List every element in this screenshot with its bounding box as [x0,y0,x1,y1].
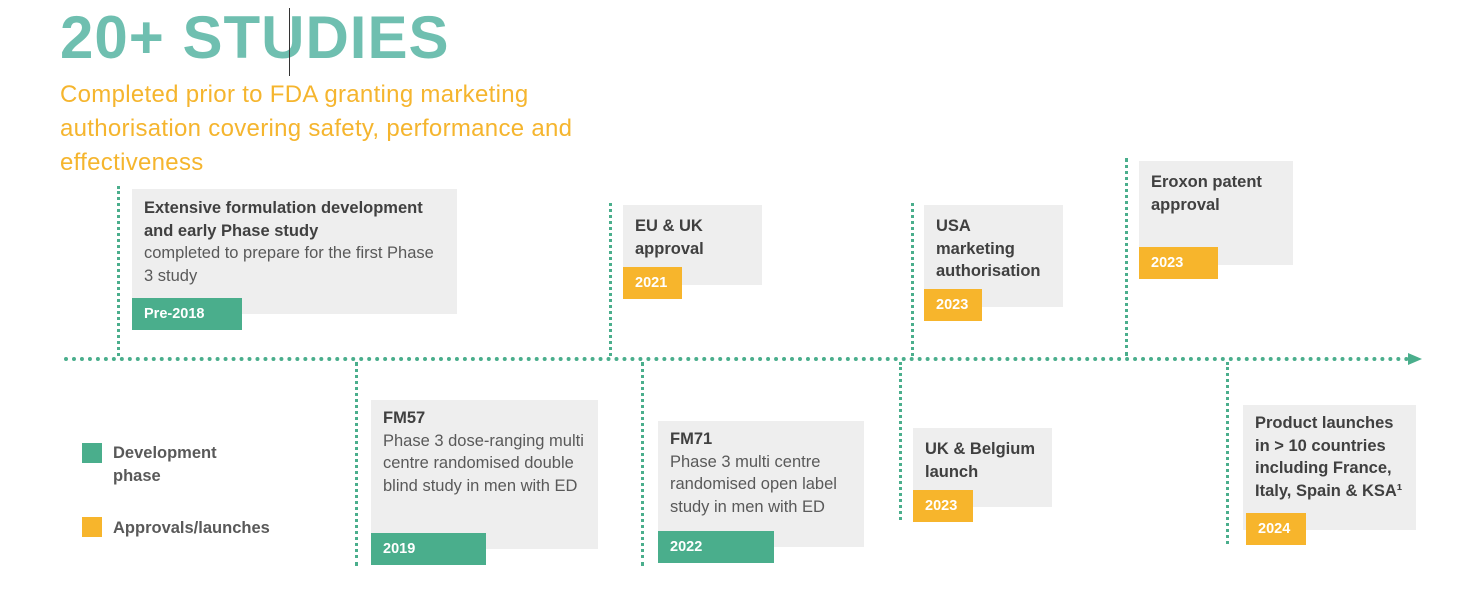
milestone-description: completed to prepare for the first Phase… [144,244,434,285]
milestone-year-tag: 2023 [924,289,982,321]
legend-label-approvals: Approvals/launches [113,519,270,537]
milestone-heading: Extensive formulation development and ea… [144,199,423,240]
connector-2024 [1226,362,1229,544]
milestone-heading: USA marketing authorisation [936,217,1041,280]
milestone-box: Extensive formulation development and ea… [132,189,457,314]
milestone-heading: FM71 [670,430,713,448]
milestone-heading: UK & Belgium launch [925,440,1036,481]
legend-swatch-development [82,443,102,463]
connector-uk-belgium [899,362,902,520]
page-subtitle: Completed prior to FDA granting marketin… [60,81,573,176]
legend-label-development: Development phase [113,444,217,485]
milestone-description: Phase 3 multi centre randomised open lab… [670,452,837,516]
timeline-arrow-icon [1408,353,1422,365]
milestone-year-tag: 2023 [913,490,973,522]
milestone-year-tag: 2024 [1246,513,1306,545]
connector-2019 [355,362,358,566]
milestone-year-tag: 2023 [1139,247,1218,279]
connector-2022 [641,362,644,566]
text-cursor [289,8,290,76]
milestone-year-tag: 2022 [658,531,774,563]
milestone-box: FM57 Phase 3 dose-ranging multi centre r… [371,400,598,549]
connector-usa [911,203,914,356]
milestone-year-tag: 2021 [623,267,682,299]
milestone-box: Product launches in > 10 countries inclu… [1243,405,1416,530]
page-title: 20+ STUDIES [60,4,450,71]
timeline-axis [64,357,1410,361]
milestone-heading: Product launches in > 10 countries inclu… [1255,414,1403,500]
legend-swatch-approvals [82,517,102,537]
milestone-box: FM71 Phase 3 multi centre randomised ope… [658,421,864,547]
milestone-year-tag: 2019 [371,533,486,565]
milestone-heading: Eroxon patent approval [1151,173,1262,214]
connector-2021 [609,203,612,356]
milestone-description: Phase 3 dose-ranging multi centre random… [383,431,584,495]
milestone-year-tag: Pre-2018 [132,298,242,330]
connector-patent [1125,158,1128,356]
connector-pre-2018 [117,186,120,356]
milestone-box: UK & Belgium launch [913,428,1052,507]
milestone-heading: FM57 [383,409,426,427]
milestone-heading: EU & UK approval [635,217,704,258]
